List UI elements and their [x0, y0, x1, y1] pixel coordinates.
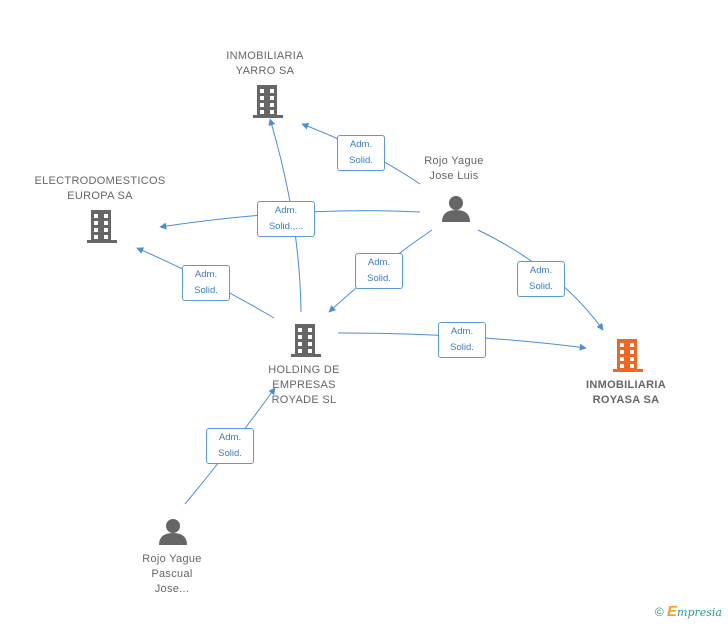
edge-label-line: Adm.	[194, 269, 218, 280]
brand-logo-text: mpresia	[677, 606, 722, 619]
edge-label-line: Adm.	[218, 432, 242, 443]
edge-label-jose-luis-electro[interactable]: Adm. Solid.,...	[257, 201, 315, 237]
node-label-line: Rojo Yague	[424, 155, 484, 167]
edge-label-pascual-holding[interactable]: Adm. Solid.	[206, 428, 254, 464]
edge-label-line: Solid.	[349, 155, 373, 166]
node-label-line: YARRO SA	[235, 65, 295, 77]
node-label-line: EUROPA SA	[67, 190, 133, 202]
edge-label-line: Adm.	[529, 265, 553, 276]
edge-label-line: Adm.	[349, 139, 373, 150]
building-icon	[87, 210, 117, 243]
node-label-line: ROYASA SA	[592, 394, 660, 406]
node-label-line: Pascual	[151, 568, 193, 580]
edge-label-holding-royasa[interactable]: Adm. Solid.	[438, 322, 486, 358]
edge-label-jose-luis-yarro[interactable]: Adm. Solid.	[337, 135, 385, 171]
person-icon	[442, 196, 470, 222]
node-label-royasa[interactable]: INMOBILIARIA ROYASA SA	[576, 378, 676, 408]
node-label-line: INMOBILIARIA	[226, 50, 304, 62]
edge-label-line: Adm.	[274, 205, 298, 216]
brand-logo-initial: E	[667, 603, 678, 620]
node-label-line: Jose Luis	[429, 170, 479, 182]
node-label-line: EMPRESAS	[272, 379, 336, 391]
building-icon	[253, 85, 283, 118]
node-label-yarro[interactable]: INMOBILIARIA YARRO SA	[215, 49, 315, 79]
edge-label-line: Solid.	[529, 281, 553, 292]
node-label-line: Rojo Yague	[142, 553, 202, 565]
node-label-line: ROYADE SL	[271, 394, 337, 406]
edge-label-line: Solid.,...	[268, 221, 304, 232]
node-label-electro[interactable]: ELECTRODOMESTICOS EUROPA SA	[30, 174, 170, 204]
brand-footer[interactable]: © Empresia	[655, 603, 722, 620]
building-icon	[291, 324, 321, 357]
node-label-jose-luis[interactable]: Rojo Yague Jose Luis	[404, 154, 504, 184]
node-label-pascual[interactable]: Rojo Yague Pascual Jose...	[122, 552, 222, 597]
edge-label-line: Solid.	[194, 285, 218, 296]
edge-label-jose-luis-holding[interactable]: Adm. Solid.	[355, 253, 403, 289]
node-label-holding[interactable]: HOLDING DE EMPRESAS ROYADE SL	[254, 363, 354, 408]
edge-label-line: Solid.	[367, 273, 391, 284]
node-label-line: ELECTRODOMESTICOS	[34, 175, 166, 187]
edge-label-line: Adm.	[367, 257, 391, 268]
edge-label-jose-luis-royasa[interactable]: Adm. Solid.	[517, 261, 565, 297]
edge-label-holding-electro[interactable]: Adm. Solid.	[182, 265, 230, 301]
copyright-icon: ©	[654, 605, 664, 619]
person-icon	[159, 519, 187, 545]
edge-label-line: Adm.	[450, 326, 474, 337]
edge-label-line: Solid.	[450, 342, 474, 353]
node-label-line: HOLDING DE	[268, 364, 340, 376]
node-label-line: Jose...	[154, 583, 190, 595]
node-label-line: INMOBILIARIA	[586, 379, 666, 391]
edge-label-line: Solid.	[218, 448, 242, 459]
building-icon-highlighted	[613, 339, 643, 372]
